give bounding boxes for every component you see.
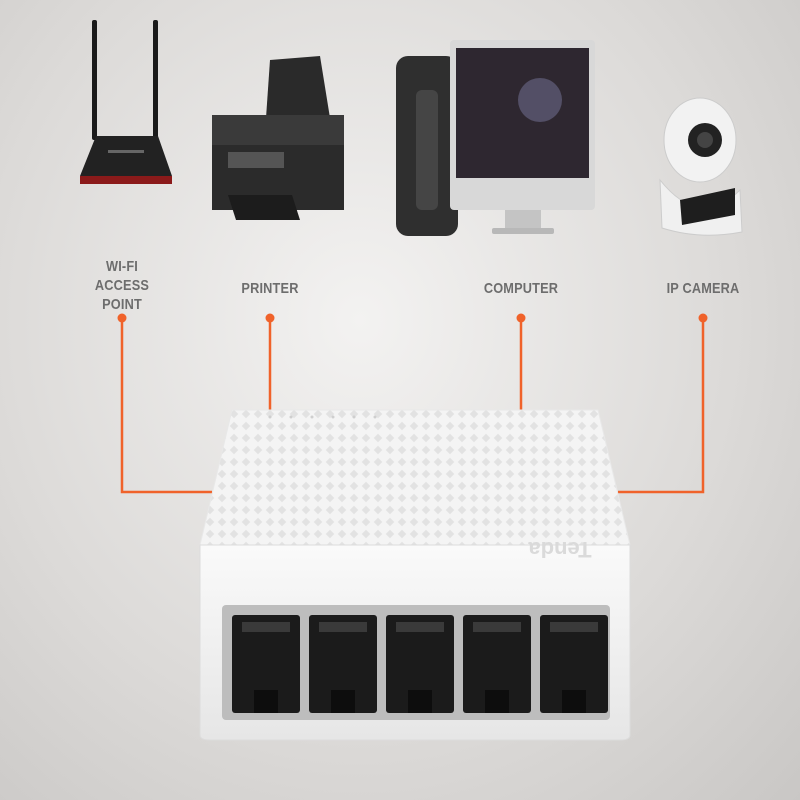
label-computer: COMPUTER xyxy=(483,280,559,297)
ethernet-port[interactable] xyxy=(309,615,377,713)
ethernet-port[interactable] xyxy=(386,615,454,713)
computer-connector-dot xyxy=(516,313,526,323)
label-printer: PRINTER xyxy=(241,280,299,297)
printer-connector-dot xyxy=(265,313,275,323)
switch-brand-logo: Tenda xyxy=(528,537,592,562)
label-wifi-line2: ACCESS POINT xyxy=(94,277,150,313)
connector-lines xyxy=(120,318,705,494)
label-wifi-line1: WI-FI xyxy=(105,258,139,275)
printer-icon xyxy=(212,56,344,220)
label-wifi-access-point: WI-FI ACCESS POINT xyxy=(74,257,169,314)
wifi-router-icon xyxy=(80,20,172,184)
computer-icon xyxy=(396,40,595,236)
label-ip-camera: IP CAMERA xyxy=(666,280,740,297)
ethernet-ports xyxy=(232,615,608,713)
wifi-connector xyxy=(120,318,212,494)
ethernet-port[interactable] xyxy=(540,615,608,713)
camera-connector-dot xyxy=(698,313,708,323)
ethernet-port[interactable] xyxy=(232,615,300,713)
camera-connector xyxy=(618,318,705,494)
network-switch xyxy=(199,409,631,741)
ip-camera-icon xyxy=(659,97,743,236)
wifi-connector-dot xyxy=(117,313,127,323)
ethernet-port[interactable] xyxy=(463,615,531,713)
